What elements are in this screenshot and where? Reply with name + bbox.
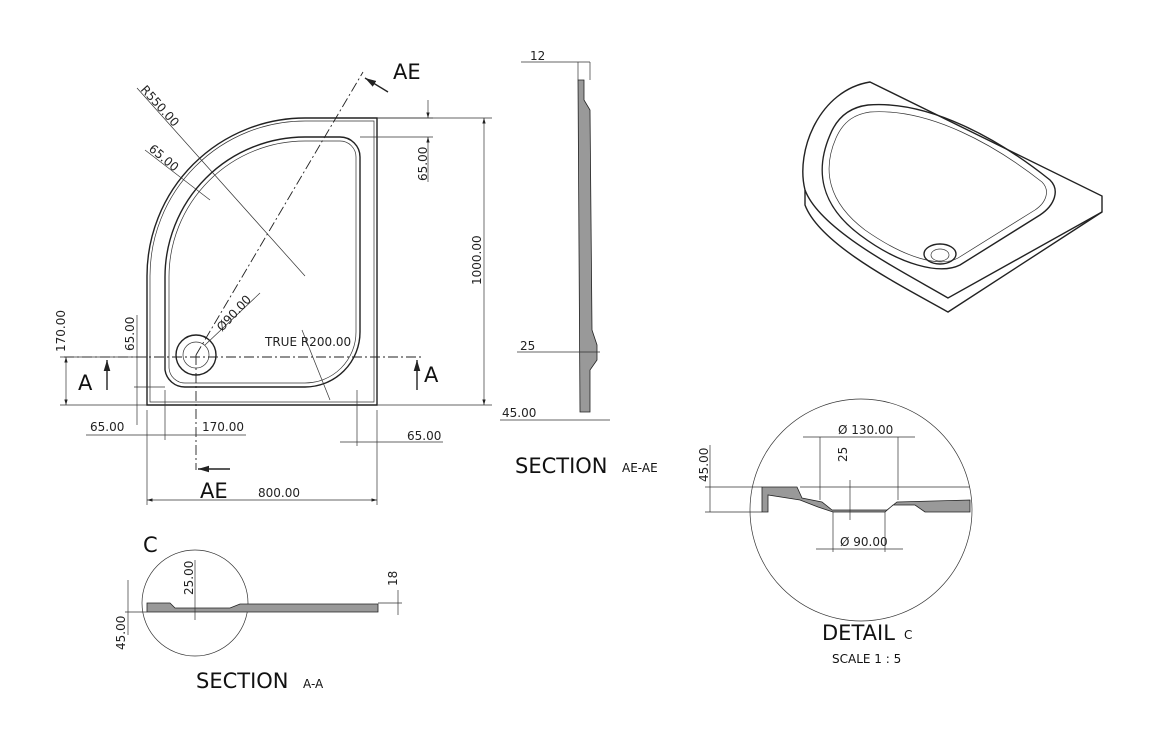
section-ae-profile	[577, 79, 598, 413]
iso-tray-side	[804, 190, 1103, 313]
dim-section-a-height: 45.00	[114, 616, 128, 650]
iso-tray-outline	[802, 81, 1103, 299]
detail-c-suffix: C	[904, 628, 912, 642]
tray-outline	[146, 117, 378, 406]
section-a-view: C 25.00 18 45.00 SECTION A-A	[114, 533, 402, 693]
section-a-profile	[146, 602, 379, 613]
basin-outline	[164, 136, 361, 388]
dim-overall-width: 800.00	[258, 486, 300, 500]
detail-c-callout-circle	[141, 549, 249, 657]
dim-rim-top: 65.00	[416, 147, 430, 181]
rim-width-leader	[144, 149, 211, 201]
dim-detail-height: 45.00	[697, 448, 711, 482]
detail-c-callout-label: C	[143, 533, 158, 557]
section-a-title: SECTION	[196, 669, 289, 693]
section-ae-label-top: AE	[393, 60, 421, 84]
section-ae-label-bottom: AE	[200, 479, 228, 503]
detail-c-profile	[761, 486, 971, 513]
dim-drain-offset-x: 170.00	[202, 420, 244, 434]
dim-drain-offset-y: 170.00	[54, 310, 68, 352]
section-ae-title: SECTION	[515, 454, 608, 478]
dim-detail-inner-diameter: Ø 90.00	[840, 535, 888, 549]
section-a-label-right: A	[424, 363, 439, 387]
radius-leader	[136, 87, 306, 277]
section-ae-line	[195, 71, 364, 356]
detail-c-scale: SCALE 1 : 5	[832, 652, 901, 666]
basin-outline-inner	[168, 140, 357, 384]
section-ae-view: 12 25 45.00 SECTION AE-AE	[500, 49, 658, 478]
dim-rim-right: 65.00	[407, 429, 441, 443]
dim-rim-left: 65.00	[90, 420, 124, 434]
tray-outline-inner-edge	[149, 120, 375, 403]
dim-section-ae-drain-depth: 25	[520, 339, 535, 353]
dim-drain-diameter: Ø90.00	[214, 292, 254, 334]
iso-basin-inner	[828, 111, 1047, 263]
isometric-view	[802, 81, 1103, 313]
dim-overall-depth: 1000.00	[470, 235, 484, 285]
dim-section-ae-thickness: 12	[530, 49, 545, 63]
dim-detail-drain-depth: 25	[836, 447, 850, 462]
detail-c-view: Ø 130.00 25 Ø 90.00 45.00 DETAIL C SCALE…	[697, 398, 973, 666]
section-ae-arrow-top	[364, 77, 389, 93]
top-view: AE AE A A R550.00 65.00 65.00 1000.00 Ø9…	[54, 60, 492, 505]
dim-true-radius: TRUE R200.00	[264, 335, 351, 349]
dim-section-a-drain-depth: 25.00	[182, 561, 196, 595]
iso-drain	[923, 243, 957, 265]
dim-radius-outer: R550.00	[138, 83, 182, 130]
dim-rim-arc: 65.00	[146, 142, 181, 175]
section-a-label-left: A	[78, 371, 93, 395]
section-ae-suffix: AE-AE	[622, 461, 658, 475]
iso-basin-outline	[821, 103, 1056, 270]
dim-detail-outer-diameter: Ø 130.00	[838, 423, 893, 437]
dim-section-ae-height: 45.00	[502, 406, 536, 420]
detail-c-circle	[749, 398, 973, 622]
dim-section-a-edge-height: 18	[386, 571, 400, 586]
section-a-suffix: A-A	[303, 677, 324, 691]
dim-rim-left-vertical: 65.00	[123, 317, 137, 351]
detail-c-title: DETAIL	[822, 621, 895, 645]
